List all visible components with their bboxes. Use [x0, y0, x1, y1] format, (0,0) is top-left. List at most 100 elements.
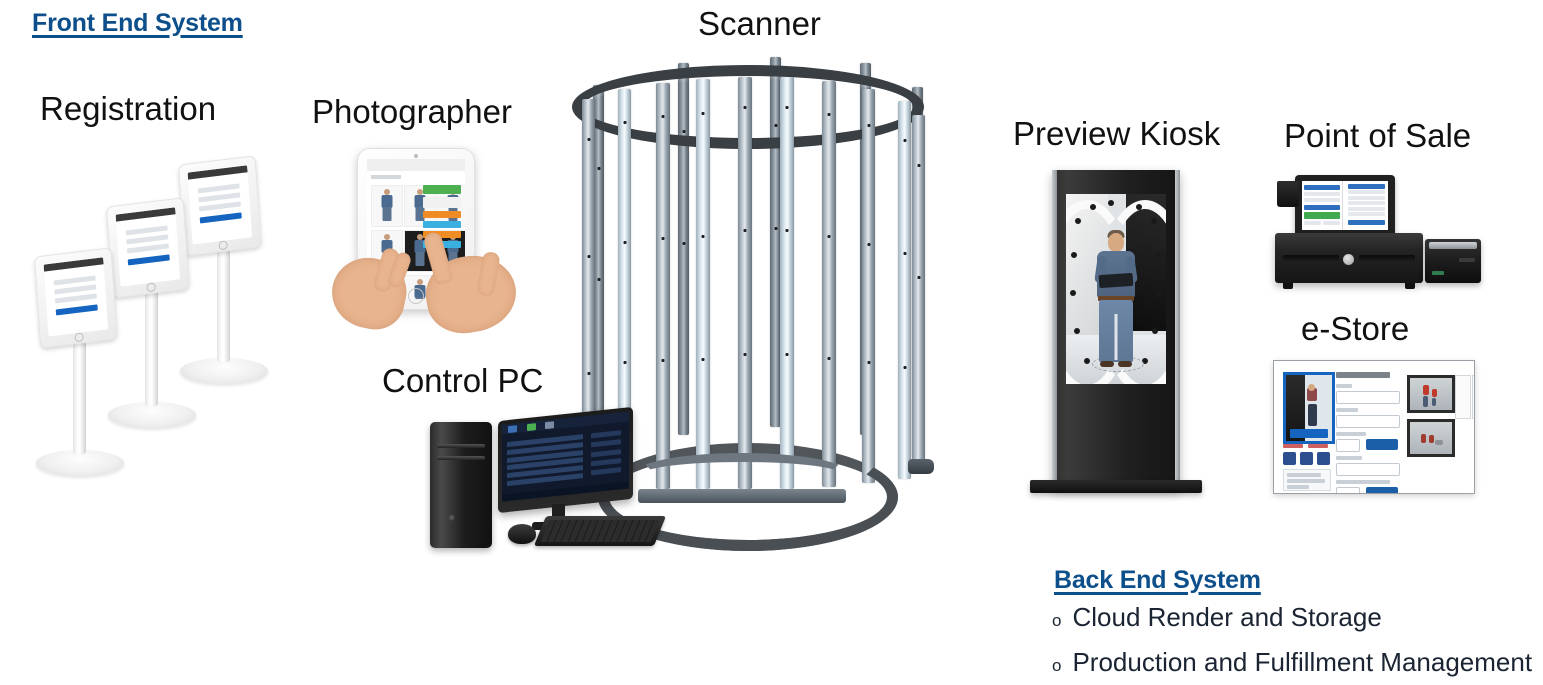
kiosk-submit-button[interactable]: [55, 304, 99, 316]
person-jeans: [1099, 300, 1133, 362]
option-label: [1336, 456, 1362, 460]
kiosk-home-button[interactable]: [146, 282, 156, 292]
option-select-size[interactable]: [1336, 391, 1400, 404]
tool-bar-green[interactable]: [423, 185, 462, 195]
e-store-preview-thumbnail[interactable]: [1407, 375, 1455, 413]
product-action-button[interactable]: [1289, 429, 1329, 439]
pos-pay-button[interactable]: [1304, 212, 1340, 220]
tablet-home-button[interactable]: [408, 288, 424, 304]
totem-left-edge: [1052, 170, 1057, 488]
pos-total-bar: [1304, 205, 1340, 211]
kiosk-screen-topbar: [187, 165, 248, 180]
app-side-row[interactable]: [590, 467, 622, 476]
kiosk-head-shell: [177, 155, 262, 257]
option-label: [1336, 432, 1366, 436]
pos-row: [1304, 192, 1340, 197]
add-to-cart-button[interactable]: [1366, 487, 1398, 493]
pos-row: [1323, 221, 1340, 226]
option-select-frame[interactable]: [1336, 463, 1400, 476]
e-store-page[interactable]: [1273, 360, 1475, 494]
app-side-row[interactable]: [590, 439, 622, 448]
kiosk-home-button[interactable]: [74, 332, 84, 342]
app-side-row[interactable]: [590, 448, 622, 458]
photo-thumbnail[interactable]: [370, 185, 403, 228]
app-toolbar-icon[interactable]: [527, 423, 537, 431]
app-side-row[interactable]: [590, 430, 622, 439]
monitor-screen[interactable]: [502, 411, 629, 502]
share-mail-icon[interactable]: [1317, 452, 1330, 465]
scanner-column: [656, 83, 670, 489]
option-label: [1336, 408, 1358, 412]
share-twitter-icon[interactable]: [1300, 452, 1313, 465]
kiosk-screen[interactable]: [187, 165, 252, 245]
tool-bar-orange[interactable]: [423, 211, 462, 219]
booth-camera-dot: [1084, 358, 1090, 364]
kiosk-submit-button[interactable]: [127, 254, 171, 266]
kiosk-head: [33, 247, 118, 349]
kiosk-submit-button[interactable]: [199, 212, 243, 224]
mouse[interactable]: [508, 524, 536, 544]
tool-bar-cyan[interactable]: [423, 221, 462, 229]
pos-screen-right-panel[interactable]: [1345, 181, 1388, 231]
quantity-field[interactable]: [1336, 487, 1360, 493]
scanner-label: Scanner: [698, 5, 821, 42]
e-store-order-panel[interactable]: [1455, 375, 1471, 419]
pos-list-action[interactable]: [1347, 220, 1386, 226]
kiosk-screen[interactable]: [43, 257, 108, 337]
pos-terminal[interactable]: [1295, 175, 1395, 237]
add-to-cart-button[interactable]: [1366, 439, 1398, 450]
e-store-product-image[interactable]: [1283, 372, 1335, 444]
printer-status-led: [1431, 270, 1445, 275]
tool-bar-neutral[interactable]: [423, 197, 462, 209]
app-toolbar-icon[interactable]: [508, 425, 518, 433]
pos-card-reader[interactable]: [1277, 181, 1299, 207]
product-figure-legs: [1307, 404, 1317, 427]
e-store-link[interactable]: [1283, 444, 1303, 448]
keyboard[interactable]: [533, 516, 667, 546]
keyboard-keys[interactable]: [540, 519, 660, 543]
scanner-column: [862, 89, 875, 483]
tool-bar-orange[interactable]: [423, 231, 462, 239]
tablet-camera-icon: [414, 154, 418, 158]
kiosk-pole: [145, 282, 158, 406]
kiosk-home-button[interactable]: [218, 240, 228, 250]
e-store-options-form[interactable]: [1336, 372, 1402, 493]
person-shoe: [1100, 361, 1114, 367]
pos-receipt-printer[interactable]: [1425, 239, 1481, 283]
app-toolbar-icon[interactable]: [545, 421, 555, 430]
booth-camera-dot: [1108, 200, 1114, 206]
product-backdrop: [1286, 375, 1306, 441]
control-pc-label: Control PC: [382, 362, 544, 399]
booth-camera-dot: [1071, 252, 1077, 258]
booth-camera-dot: [1151, 218, 1157, 224]
kiosk-screen[interactable]: [115, 207, 180, 287]
kiosk-head: [177, 155, 262, 257]
booth-camera-dot: [1090, 204, 1096, 210]
tablet-status-bar: [366, 159, 466, 172]
e-store-preview-thumbnail[interactable]: [1407, 419, 1455, 457]
booth-camera-dot: [1156, 290, 1162, 296]
pos-list-row: [1347, 212, 1386, 217]
pos-list-row: [1347, 206, 1386, 211]
app-side-row[interactable]: [590, 458, 622, 467]
bullet-circle-icon: o: [1052, 656, 1062, 675]
quantity-field[interactable]: [1336, 439, 1360, 452]
photographer-label: Photographer: [312, 93, 512, 130]
pos-terminal-screen[interactable]: [1302, 180, 1388, 231]
pos-screen-left-panel[interactable]: [1302, 180, 1344, 231]
booth-camera-dot: [1152, 328, 1158, 334]
product-figure-torso: [1307, 388, 1318, 402]
option-select-material[interactable]: [1336, 415, 1400, 428]
tower-drive-slot: [437, 444, 485, 448]
kiosk-base: [36, 450, 124, 476]
e-store-link[interactable]: [1308, 444, 1328, 448]
share-facebook-icon[interactable]: [1283, 452, 1296, 465]
preview-kiosk-screen[interactable]: [1066, 194, 1166, 384]
pos-cash-drawer[interactable]: [1275, 233, 1423, 289]
person-tablet: [1098, 272, 1134, 289]
scanner-column: [780, 77, 794, 489]
tower-power-button[interactable]: [448, 514, 455, 521]
back-end-list-item-label: Production and Fulfillment Management: [1072, 647, 1533, 677]
kiosk-head-shell: [105, 197, 190, 299]
